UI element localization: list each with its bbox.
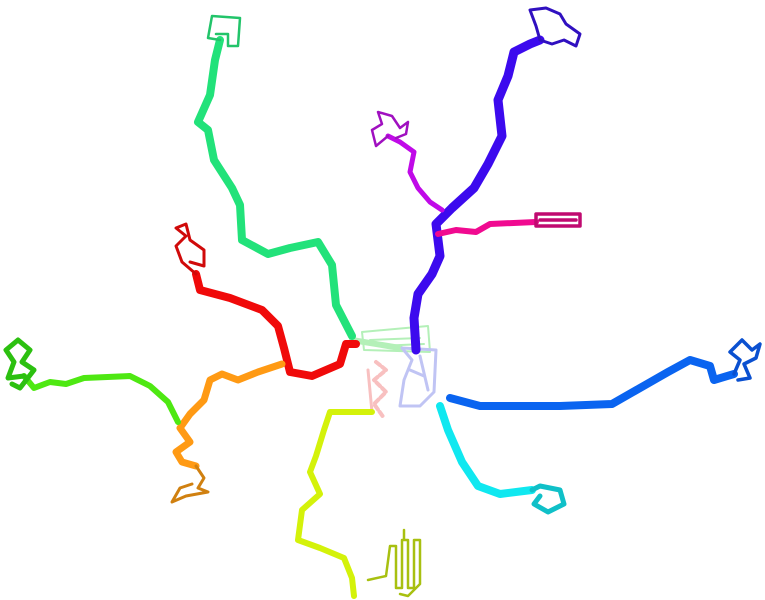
chain-cyan xyxy=(436,402,567,515)
chain-pale-blue xyxy=(398,346,438,408)
chain-red xyxy=(174,222,360,380)
chain-purple xyxy=(370,110,445,213)
chain-azure xyxy=(446,338,762,410)
chain-pale-pink xyxy=(366,360,388,420)
chain-pink xyxy=(435,212,582,237)
chain-yellow-green xyxy=(295,409,422,599)
chain-indigo xyxy=(409,6,582,355)
chain-orange xyxy=(170,360,286,504)
chain-lime xyxy=(3,337,181,425)
chain-spring-green xyxy=(194,14,356,340)
